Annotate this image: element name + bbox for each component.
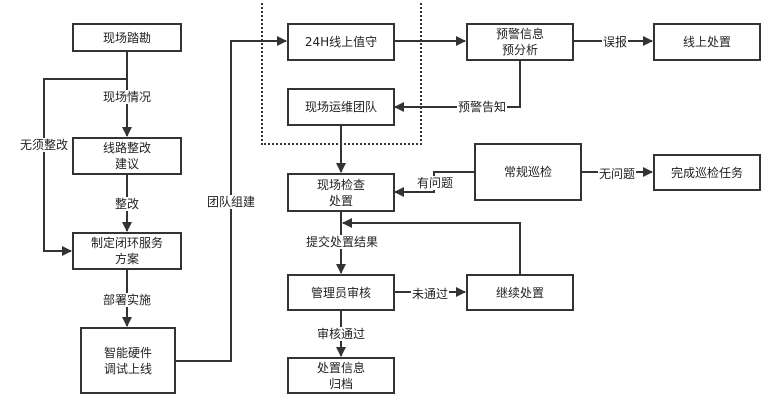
node-online-disposal[interactable]: 线上处置 [653, 23, 761, 61]
node-onsite-team[interactable]: 现场运维团队 [287, 88, 395, 126]
edge-survey-to-plan [43, 78, 127, 256]
edge-label-warning-notice: 预警告知 [456, 100, 508, 114]
node-line-rectification[interactable]: 线路整改 建议 [72, 137, 182, 175]
node-warning-analysis[interactable]: 预警信息 预分析 [466, 23, 574, 61]
node-hardware-online[interactable]: 智能硬件 调试上线 [80, 327, 176, 394]
edge-label-not-passed: 未通过 [410, 287, 450, 301]
edge-label-team-build: 团队组建 [205, 195, 257, 209]
node-archive[interactable]: 处置信息 归档 [287, 357, 395, 394]
node-continue-disposal[interactable]: 继续处置 [466, 274, 574, 311]
node-routine-patrol[interactable]: 常规巡检 [474, 143, 582, 201]
edge-label-site-situation: 现场情况 [101, 90, 153, 104]
node-site-survey[interactable]: 现场踏勘 [72, 23, 182, 52]
node-onsite-inspection[interactable]: 现场检查 处置 [287, 173, 395, 212]
edge-label-has-problem: 有问题 [415, 176, 455, 190]
node-closed-loop-plan[interactable]: 制定闭环服务 方案 [72, 232, 182, 270]
edge-warning-to-team [394, 60, 521, 112]
edge-label-false-alarm: 误报 [601, 35, 629, 49]
node-patrol-complete[interactable]: 完成巡检任务 [653, 154, 761, 191]
edge-continue-to-inspection [342, 218, 521, 274]
edge-label-rectify: 整改 [113, 197, 141, 211]
edge-label-review-passed: 审核通过 [315, 327, 367, 341]
edge-label-no-problem: 无问题 [597, 167, 637, 181]
edge-label-no-rectification: 无须整改 [18, 138, 70, 152]
node-admin-review[interactable]: 管理员审核 [287, 274, 395, 311]
edge-label-submit-result: 提交处置结果 [304, 235, 380, 249]
edge-label-deploy: 部署实施 [101, 293, 153, 307]
node-online-watch[interactable]: 24H线上值守 [287, 23, 395, 61]
online-team-group [261, 0, 422, 145]
